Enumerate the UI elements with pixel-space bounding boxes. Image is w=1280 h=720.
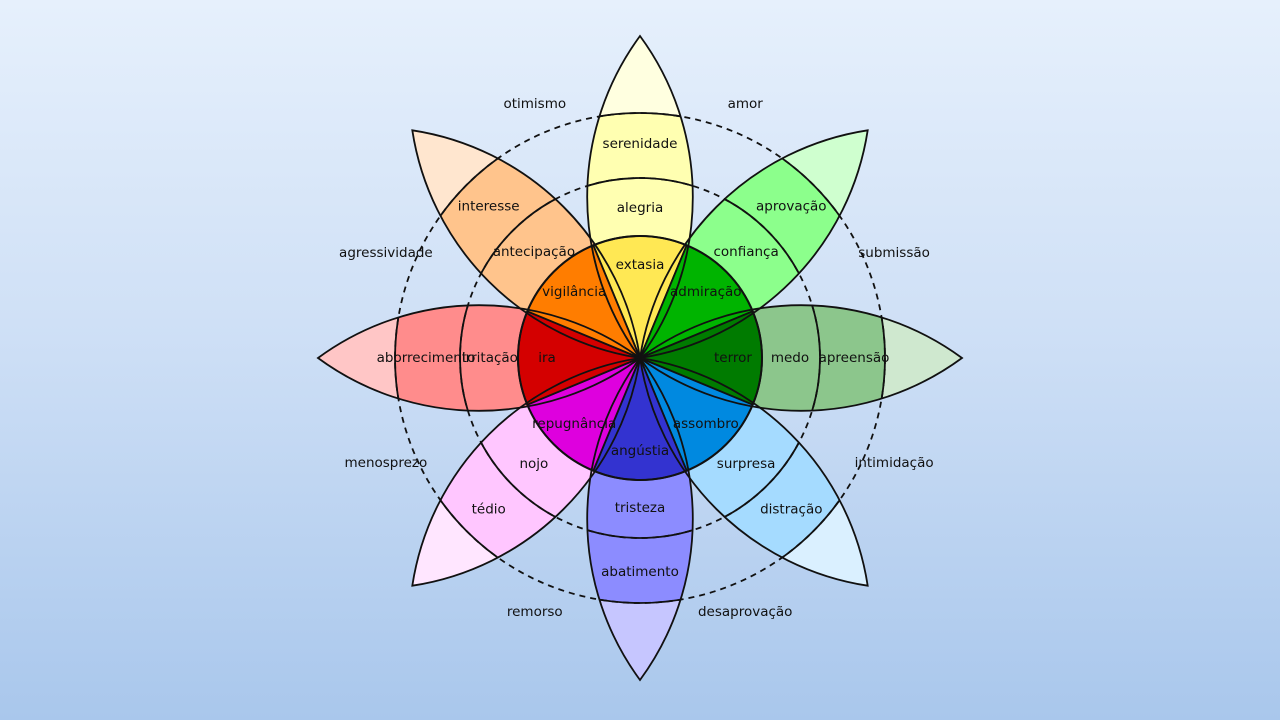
petal-sadness-divider-1 xyxy=(587,358,693,539)
emotion-label-fear-3: apreensão xyxy=(819,350,890,366)
emotion-label-joy-1: extasia xyxy=(616,257,665,273)
petal-trust-outline xyxy=(638,129,869,360)
dyad-label-remorse: remorso xyxy=(507,604,563,620)
petal-sadness-outline xyxy=(586,356,694,682)
dyad-layer: amor submissão intimidação desaprovação remo… xyxy=(339,96,934,620)
petal-layer xyxy=(316,34,964,682)
dyad-label-contempt: menosprezo xyxy=(345,455,428,471)
emotion-label-fear-1: terror xyxy=(714,350,752,366)
emotion-label-trust-1: admiração xyxy=(670,284,742,300)
petal-surprise-outline xyxy=(638,356,869,587)
emotion-label-anticipation-2: antecipação xyxy=(493,244,575,260)
emotion-label-sadness-3: abatimento xyxy=(601,564,679,580)
dyad-label-optimism: otimismo xyxy=(503,96,566,112)
dyad-label-submission: submissão xyxy=(858,245,930,261)
emotion-label-trust-3: aprovação xyxy=(756,199,827,215)
dyad-label-aggressiveness: agressividade xyxy=(339,245,433,261)
emotion-label-anticipation-1: vigilância xyxy=(542,284,606,300)
emotion-label-anger-2: irritação xyxy=(462,350,518,366)
emotion-label-disgust-3: tédio xyxy=(472,501,506,517)
dyad-label-love: amor xyxy=(728,96,764,112)
emotion-label-joy-2: alegria xyxy=(617,200,663,216)
outer-dashed-ring xyxy=(394,112,886,604)
emotion-label-sadness-2: tristeza xyxy=(615,500,666,516)
petal-joy-outline xyxy=(586,34,694,360)
middle-dashed-ring xyxy=(459,177,821,539)
label-layer: extasia alegria serenidade admiração confian… xyxy=(377,136,890,580)
emotion-label-anticipation-3: interesse xyxy=(458,199,520,215)
emotion-label-surprise-3: distração xyxy=(760,501,822,517)
petal-joy-divider-2 xyxy=(587,112,693,358)
emotion-label-anger-1: ira xyxy=(538,350,556,366)
emotion-label-disgust-2: nojo xyxy=(519,456,548,472)
petal-anger-outline xyxy=(316,304,642,412)
emotion-label-sadness-1: angústia xyxy=(611,443,669,459)
emotion-label-surprise-2: surpresa xyxy=(717,456,776,472)
petal-sadness-divider-2 xyxy=(587,358,693,604)
petal-fear-outline xyxy=(638,304,964,412)
emotion-label-anger-3: aborrecimento xyxy=(377,350,476,366)
emotion-label-fear-2: medo xyxy=(771,350,809,366)
emotion-label-disgust-1: repugnância xyxy=(532,416,616,432)
petal-disgust-outline xyxy=(411,356,642,587)
emotion-label-surprise-1: assombro xyxy=(673,416,739,432)
core-circle xyxy=(517,235,763,481)
dyad-label-awe: intimidação xyxy=(855,455,934,471)
emotion-label-trust-2: confiança xyxy=(713,244,778,260)
emotion-label-joy-3: serenidade xyxy=(603,136,678,152)
petal-anticipation-outline xyxy=(411,129,642,360)
petal-anger-divider-2 xyxy=(394,305,640,411)
dyad-label-disapproval: desaprovação xyxy=(698,604,792,620)
